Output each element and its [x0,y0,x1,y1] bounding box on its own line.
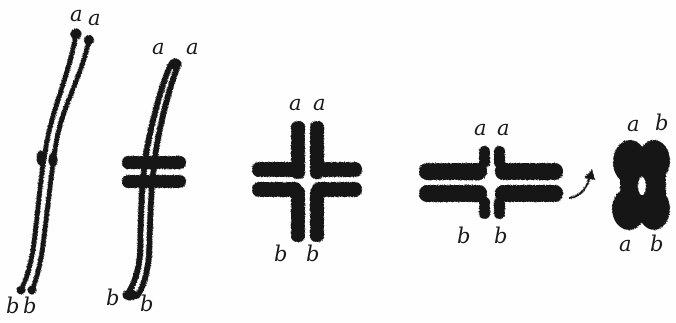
stage-2-label-bottom-right: b [140,294,153,315]
stage-2-bead [123,290,137,300]
stage-2-chromosome-pair [122,59,186,300]
stage-1-bead [17,286,25,294]
stage-3-bar [312,182,362,197]
stage-4-bar [495,163,563,180]
stage-4-label-top-right: a [497,118,510,139]
stage-3-label-bottom-right: b [306,244,319,265]
stage-4-bar [419,163,487,180]
stage-4-stub [479,146,490,168]
stage-4-stub [494,146,505,168]
stage-5-label-bottom-right: b [650,234,663,255]
stage-1-bead [37,151,45,165]
stage-2-cross-bar-lower [122,175,186,188]
stage-2-cross-bar-upper [122,156,186,169]
stage-3-bar [312,162,362,177]
stage-3-bar [252,162,302,177]
stage-4-label-bottom-right: b [494,226,507,247]
stage-3-label-top-left: a [289,93,302,114]
stage-1-chromosome-pair [17,29,94,294]
stage-3-cross [252,121,362,242]
stage-3-bar [252,182,302,197]
stage-1-label-top-right: a [88,8,101,29]
stage-4-bar [419,185,487,202]
stage-5-gap [638,177,646,195]
stage-4-stub [494,197,505,219]
stage-3-label-bottom-left: b [274,244,287,265]
stage-1-label-top-left: a [70,4,83,25]
stage-2-label-top-right: a [186,37,199,58]
stage-5-tetrad [612,140,670,230]
stage-2-bead [169,59,181,69]
stage-2-label-bottom-left: b [106,288,119,309]
stage-1-bead [85,36,94,45]
stage-5-label-bottom-left: a [619,234,632,255]
stage-1-bead [49,153,57,167]
stage-4-cross [419,146,563,219]
stage-1-strand-left [21,34,76,290]
stage-2-label-top-left: a [152,37,165,58]
stage-4-bar [495,185,563,202]
stage-5-label-top-right: b [655,113,668,134]
stage-1-label-bottom-right: b [23,296,36,317]
stage-1-label-bottom-left: b [6,296,19,317]
stage-4-label-top-left: a [474,118,487,139]
stage-4-label-bottom-left: b [457,226,470,247]
stage-1-bead [71,29,81,39]
stage-4-stub [479,197,490,219]
stage-5-label-top-left: a [627,114,640,135]
arrow-head-icon [584,169,595,180]
stage-3-label-top-right: a [313,93,326,114]
stage-1-bead [28,286,36,294]
